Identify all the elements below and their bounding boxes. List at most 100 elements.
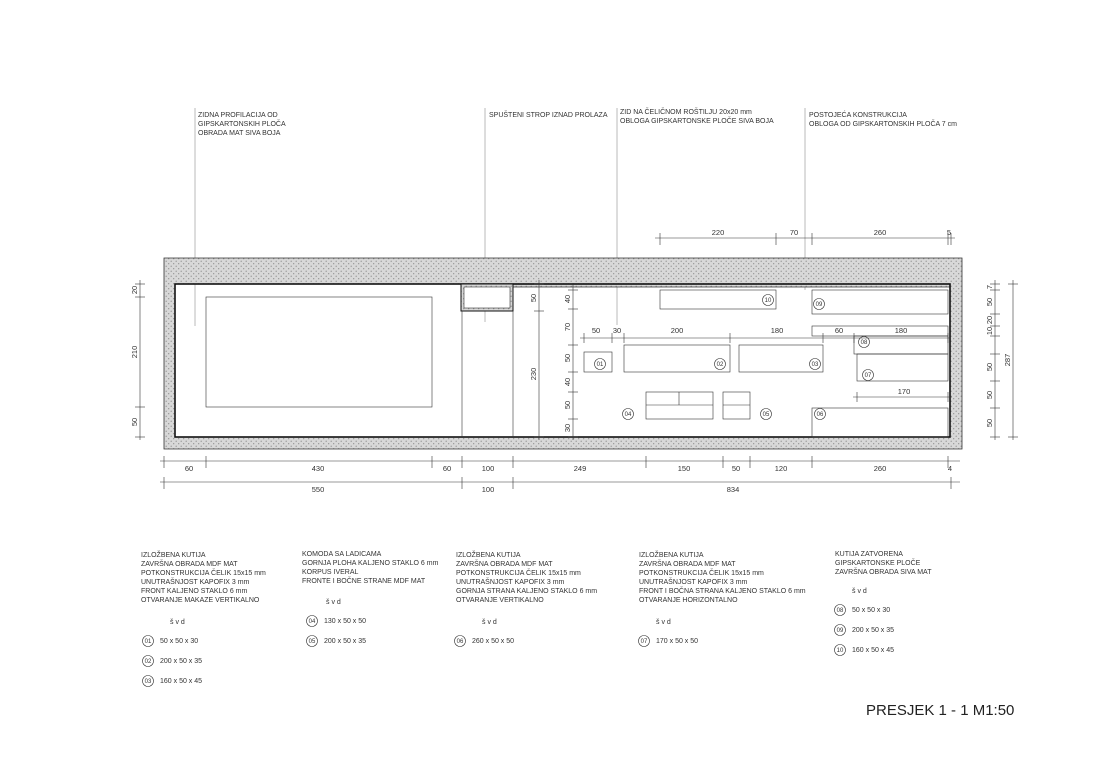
legend-line: UNUTRAŠNJOST KAPOFIX 3 mm <box>639 577 748 586</box>
tag-label: 05 <box>763 412 770 418</box>
section-shell <box>163 257 963 450</box>
legend-tag: 07 <box>641 639 648 645</box>
legend-line: OTVARANJE HORIZONTALNO <box>639 597 738 604</box>
dim-mid-inner: 50 <box>563 401 572 409</box>
dim-mid-inner: 30 <box>563 424 572 432</box>
legend-tag: 05 <box>309 639 316 645</box>
legend-line: KOMODA SA LADICAMA <box>302 551 382 558</box>
dim-bottom: 249 <box>574 464 587 473</box>
legend-line: OTVARANJE VERTIKALNO <box>456 597 544 604</box>
dim-right: 50 <box>985 298 994 306</box>
drawing-title: PRESJEK 1 - 1 M1:50 <box>866 702 1014 719</box>
legend-line: FRONT KALJENO STAKLO 6 mm <box>141 588 247 595</box>
legend-tag: 03 <box>145 679 152 685</box>
dimension-numbers: 220 70 260 5 50 30 200 180 60 180 170 60… <box>130 228 1012 494</box>
legend-size: 130 x 50 x 50 <box>324 618 366 625</box>
dim-bottom-total: 100 <box>482 485 495 494</box>
annotation-line: OBLOGA GIPSKARTONSKE PLOČE SIVA BOJA <box>620 116 774 125</box>
legend-line: POTKONSTRUKCIJA ČELIK 15x15 mm <box>141 568 266 577</box>
dim-mid-inner: 50 <box>563 354 572 362</box>
legend-size: 170 x 50 x 50 <box>656 638 698 645</box>
dim-right-total: 287 <box>1003 354 1012 367</box>
tag-label: 06 <box>817 412 824 418</box>
dim-bottom-total: 834 <box>727 485 740 494</box>
element-tag: 04 <box>622 408 634 420</box>
tag-label: 10 <box>765 298 772 304</box>
dim-left: 50 <box>130 418 139 426</box>
legend-tag: 02 <box>145 659 152 665</box>
legend-line: ZAVRŠNA OBRADA MDF MAT <box>456 559 553 568</box>
legend-line: ZAVRŠNA OBRADA MDF MAT <box>141 559 238 568</box>
interior-elements <box>205 289 949 438</box>
tag-label: 08 <box>861 340 868 346</box>
annotation-line: OBRADA MAT SIVA BOJA <box>198 130 281 137</box>
annotation-steel-wall: ZID NA ČELIČNOM ROŠTILJU 20x20 mm OBLOGA… <box>620 107 774 125</box>
element-tag: 07 <box>862 369 874 381</box>
dim-inner: 180 <box>771 326 784 335</box>
legend-line: OTVARANJE MAKAZE VERTIKALNO <box>141 597 260 604</box>
legend-svd: š v d <box>852 588 867 595</box>
annotation-line: OBLOGA OD GIPSKARTONSKIH PLOČA 7 cm <box>809 119 957 128</box>
element-tag: 06 <box>814 408 826 420</box>
dim-inner: 200 <box>671 326 684 335</box>
dim-inner: 30 <box>613 326 621 335</box>
legend-size: 260 x 50 x 50 <box>472 638 514 645</box>
legend-line: GORNJA STRANA KALJENO STAKLO 6 mm <box>456 588 597 595</box>
element-tag: 03 <box>809 358 821 370</box>
legend-column-5: KUTIJA ZATVORENA GIPSKARTONSKE PLOČE ZAV… <box>834 551 932 656</box>
tag-label: 02 <box>717 362 724 368</box>
dim-top: 5 <box>947 228 951 237</box>
legend-size: 50 x 50 x 30 <box>160 638 198 645</box>
dim-bottom: 60 <box>443 464 451 473</box>
annotation-lowered-ceiling: SPUŠTENI STROP IZNAD PROLAZA <box>489 110 608 119</box>
dim-bottom: 50 <box>732 464 740 473</box>
legend-tag: 10 <box>837 648 844 654</box>
legend-line: GIPSKARTONSKE PLOČE <box>835 558 921 567</box>
legend-svd: š v d <box>482 619 497 626</box>
dim-bottom: 260 <box>874 464 887 473</box>
dim-left: 210 <box>130 346 139 359</box>
dim-bottom: 150 <box>678 464 691 473</box>
dim-inner: 180 <box>895 326 908 335</box>
dim-mid-inner: 40 <box>563 378 572 386</box>
element-tag: 08 <box>858 336 870 348</box>
legend-line: KUTIJA ZATVORENA <box>835 551 903 558</box>
legend-line: UNUTRAŠNJOST KAPOFIX 3 mm <box>456 577 565 586</box>
annotation-existing-structure: POSTOJEĆA KONSTRUKCIJA OBLOGA OD GIPSKAR… <box>809 110 957 128</box>
dim-right: 50 <box>985 363 994 371</box>
legend-column-1: IZLOŽBENA KUTIJA ZAVRŠNA OBRADA MDF MAT … <box>141 550 266 687</box>
legend-line: ZAVRŠNA OBRADA MDF MAT <box>639 559 736 568</box>
dim-mid-inner: 40 <box>563 295 572 303</box>
annotation-line: ZID NA ČELIČNOM ROŠTILJU 20x20 mm <box>620 107 752 116</box>
dim-left: 20 <box>130 286 139 294</box>
legend-tag: 04 <box>309 619 316 625</box>
legend-size: 160 x 50 x 45 <box>160 678 202 685</box>
legend-size: 200 x 50 x 35 <box>324 638 366 645</box>
dim-top: 70 <box>790 228 798 237</box>
legend-line: UNUTRAŠNJOST KAPOFIX 3 mm <box>141 577 250 586</box>
legend-svd: š v d <box>326 599 341 606</box>
tag-label: 07 <box>865 373 872 379</box>
annotation-line: ZIDNA PROFILACIJA OD <box>198 112 278 119</box>
legend-line: IZLOŽBENA KUTIJA <box>639 550 704 559</box>
legend-svd: š v d <box>656 619 671 626</box>
dim-top: 260 <box>874 228 887 237</box>
dim-bottom-total: 550 <box>312 485 325 494</box>
dim-top: 220 <box>712 228 725 237</box>
legend-line: FRONT I BOČNA STRANA KALJENO STAKLO 6 mm <box>639 586 806 595</box>
dim-bottom: 60 <box>185 464 193 473</box>
legend-column-4: IZLOŽBENA KUTIJA ZAVRŠNA OBRADA MDF MAT … <box>638 550 806 647</box>
element-tags: 01 02 03 04 05 06 07 08 09 10 <box>594 294 874 420</box>
annotation-line: GIPSKARTONSKIH PLOČA <box>198 119 286 128</box>
dim-bottom: 430 <box>312 464 325 473</box>
legend-column-2: KOMODA SA LADICAMA GORNJA PLOHA KALJENO … <box>302 551 439 647</box>
legend-line: IZLOŽBENA KUTIJA <box>456 550 521 559</box>
annotation-line: POSTOJEĆA KONSTRUKCIJA <box>809 110 907 119</box>
legend-tag: 09 <box>837 628 844 634</box>
element-tag: 10 <box>762 294 774 306</box>
element-tag: 05 <box>760 408 772 420</box>
legend-tag: 01 <box>145 639 152 645</box>
dim-170: 170 <box>898 387 911 396</box>
legend-tag: 08 <box>837 608 844 614</box>
